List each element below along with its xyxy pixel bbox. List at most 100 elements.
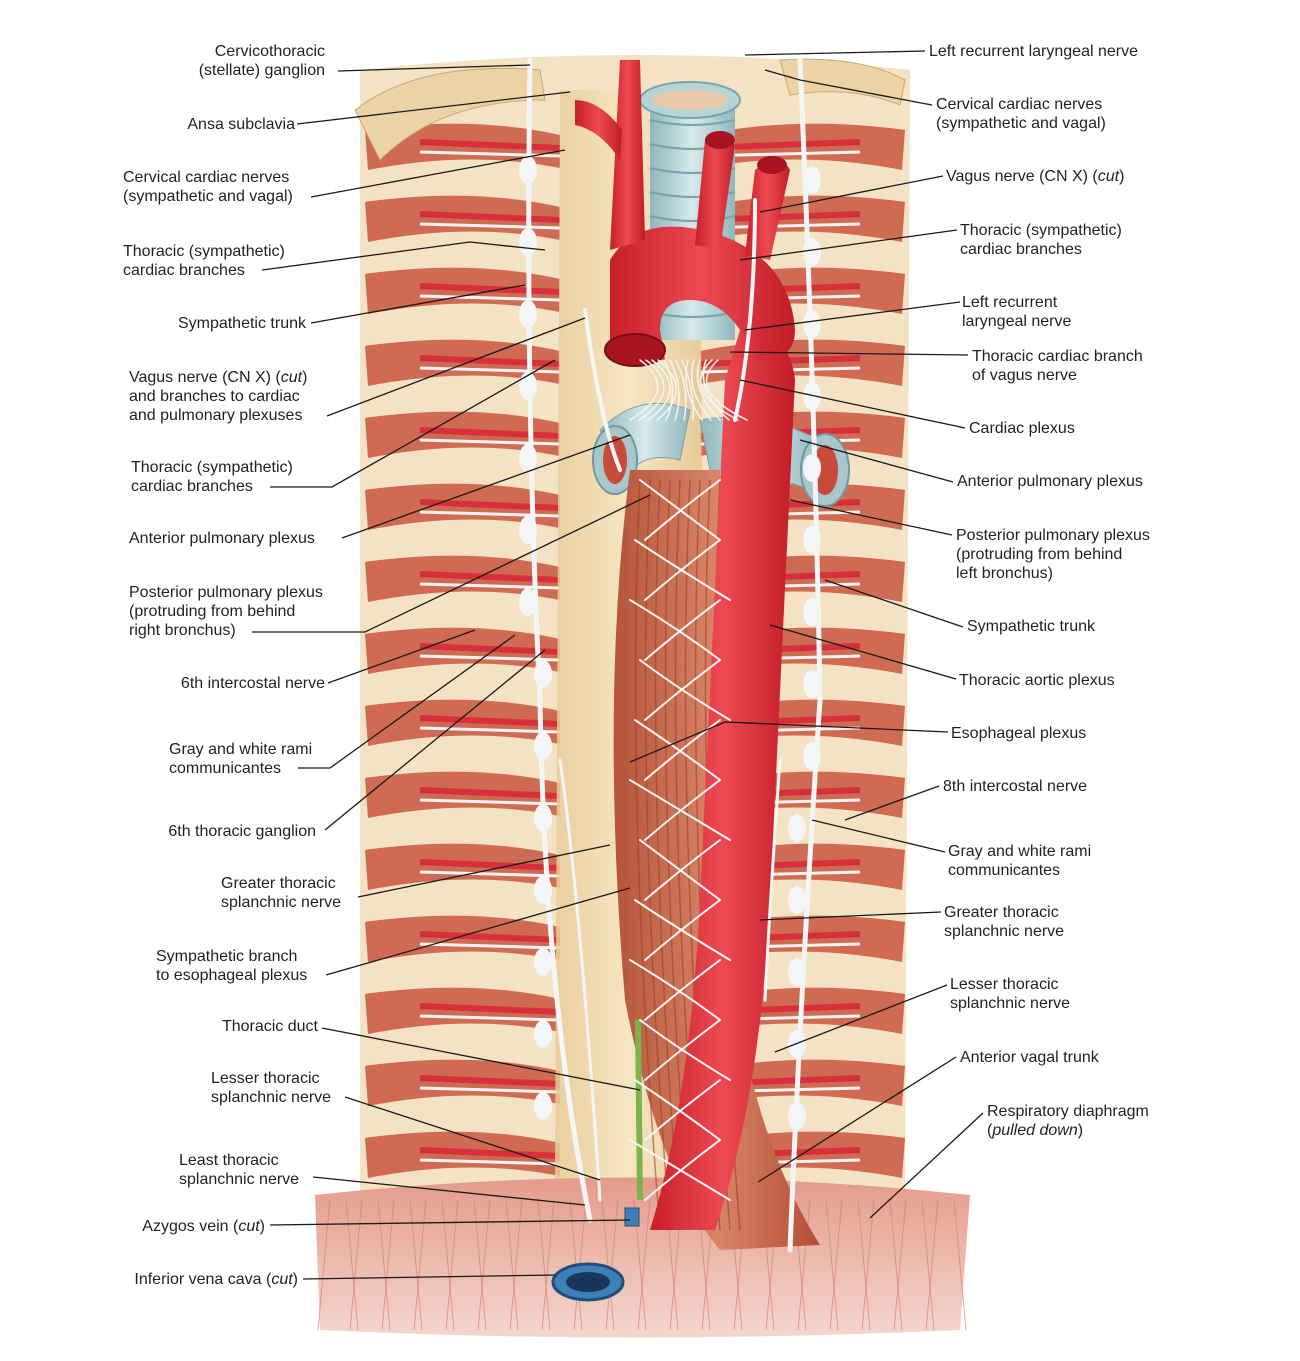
leader-posterior-pulmonary-right xyxy=(789,499,953,536)
diaphragm-fiber xyxy=(409,1199,423,1331)
intercostal-nerve xyxy=(419,798,561,806)
esophageal-plexus-fiber xyxy=(644,659,721,721)
ganglion-left xyxy=(534,1092,552,1120)
leader-sympathetic-trunk-left xyxy=(310,284,526,324)
vagus-left-line-1: Vagus nerve (CN X) (cut) xyxy=(129,369,308,386)
diaphragm-fiber xyxy=(829,1199,843,1331)
ganglion-left xyxy=(519,156,537,184)
leader-cervical-cardiac-left xyxy=(310,149,566,198)
leader-thoracic-aortic-plexus xyxy=(769,624,957,680)
italic-note: cut xyxy=(238,1218,260,1235)
label-respiratory-diaphragm: Respiratory diaphragm(pulled down) xyxy=(987,1103,1149,1139)
esophageal-plexus-fiber xyxy=(634,719,721,781)
leader-ivc xyxy=(302,1274,556,1280)
intercostal-nerve xyxy=(419,942,561,950)
esophageal-plexus-fiber xyxy=(644,899,721,961)
diaphragm-fiber xyxy=(381,1199,395,1331)
muscle-stria xyxy=(634,479,661,1231)
diaphragm-fiber xyxy=(889,1199,903,1331)
ganglion-right xyxy=(803,598,821,626)
label-cervicothoracic-ganglion: Cervicothoracic(stellate) ganglion xyxy=(198,43,325,79)
intercostal-artery xyxy=(419,1147,561,1159)
leader-lesser-splanchnic-right xyxy=(774,984,948,1053)
leader-sixth-intercostal xyxy=(327,629,476,684)
leader-posterior-pulmonary-left xyxy=(252,494,651,633)
leader-sympathetic-branch-esophageal xyxy=(325,887,631,976)
leader-greater-splanchnic-left xyxy=(357,844,611,898)
ganglion-right xyxy=(803,670,821,698)
intercostal-artery xyxy=(419,1003,561,1015)
ganglion-right xyxy=(803,454,821,482)
vagus-right-nerve xyxy=(733,198,757,422)
leader-sympathetic-trunk-right xyxy=(824,579,964,628)
muscle-stria xyxy=(644,479,671,1231)
leader-left-recurrent-laryngeal-lower xyxy=(744,301,961,331)
cardiac-plexus-fiber xyxy=(663,359,674,421)
tracheal-ring xyxy=(649,119,736,126)
diaphragm-fiber xyxy=(317,1199,331,1331)
esophageal-plexus-fiber xyxy=(644,1139,721,1201)
esophageal-plexus-fiber xyxy=(644,479,721,541)
diaphragm-fiber xyxy=(637,1199,651,1331)
ganglion-left xyxy=(519,300,537,328)
diaphragm-fiber xyxy=(413,1199,427,1331)
label-cervical-cardiac-nerves-right: Cervical cardiac nerves(sympathetic and … xyxy=(936,96,1106,132)
label-sympathetic-trunk-right: Sympathetic trunk xyxy=(967,618,1096,635)
diaphragm-fiber xyxy=(377,1199,391,1331)
intercostal-artery xyxy=(419,283,561,295)
intercostal-nerve xyxy=(419,870,561,878)
diaphragm xyxy=(315,1177,970,1338)
esophageal-plexus-fiber xyxy=(644,1019,721,1081)
intercostal-nerve xyxy=(419,294,561,302)
leader-azygos xyxy=(269,1219,631,1226)
right-subclavian-artery xyxy=(575,100,622,160)
diaphragm-fiber xyxy=(605,1199,619,1331)
cardiac-plexus-fiber xyxy=(675,359,687,421)
ganglion-left xyxy=(519,372,537,400)
leader-least-splanchnic xyxy=(312,1176,586,1206)
intercostal-artery xyxy=(419,859,561,871)
leader-thoracic-cardiac-left-lower xyxy=(270,359,556,488)
intercostal-artery xyxy=(419,715,561,727)
cardiac-plexus-fiber xyxy=(696,359,721,421)
cardiac-plexus-fiber xyxy=(685,359,703,421)
leader-left-recurrent-laryngeal-top xyxy=(744,50,926,56)
esophageal-plexus-fiber xyxy=(629,959,721,1021)
label-thoracic-aortic-plexus: Thoracic aortic plexus xyxy=(959,672,1115,689)
leader-thoracic-duct xyxy=(321,1027,641,1091)
esophageal-plexus-fiber xyxy=(634,1079,721,1141)
intercostal-artery xyxy=(419,931,561,943)
esophageal-plexus-fiber xyxy=(644,839,721,901)
diaphragm-fiber xyxy=(857,1199,871,1331)
leader-esophageal-plexus xyxy=(629,721,949,763)
leader-anterior-pulmonary-right xyxy=(799,439,954,483)
cardiac-plexus-fiber xyxy=(702,359,730,421)
diaphragm-fiber xyxy=(953,1199,967,1331)
first-rib xyxy=(354,67,546,161)
sympathetic-trunk-right-nerve xyxy=(787,57,823,1253)
ganglion-right xyxy=(788,958,806,986)
azygos-vein-stump xyxy=(624,1207,640,1227)
label-eighth-intercostal-nerve: 8th intercostal nerve xyxy=(943,778,1088,795)
leader-cervical-cardiac-right xyxy=(764,69,933,106)
leader-cardiac-plexus xyxy=(739,379,966,429)
ganglion-left xyxy=(519,588,537,616)
tracheal-ring xyxy=(649,215,736,222)
label-sixth-thoracic-ganglion: 6th thoracic ganglion xyxy=(168,823,316,840)
intercostal-nerve xyxy=(419,1014,561,1022)
ganglion-left xyxy=(519,516,537,544)
ganglion-left xyxy=(534,876,552,904)
label-thoracic-duct: Thoracic duct xyxy=(221,1018,318,1035)
label-ansa-subclavia: Ansa subclavia xyxy=(187,116,295,133)
diaphragm-fiber xyxy=(601,1199,615,1331)
ganglion-left xyxy=(534,948,552,976)
descending-aorta xyxy=(650,330,795,1230)
intercostal-artery xyxy=(419,1075,561,1087)
leader-respiratory-diaphragm xyxy=(869,1112,984,1219)
label-thoracic-cardiac-branches-left-lower: Thoracic (sympathetic)cardiac branches xyxy=(131,459,293,495)
label-anterior-pulmonary-plexus-right: Anterior pulmonary plexus xyxy=(957,473,1143,490)
ganglion-left xyxy=(534,660,552,688)
